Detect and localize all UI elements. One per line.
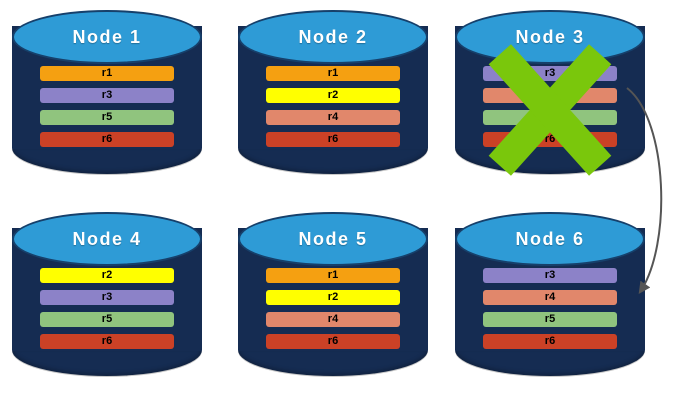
replica-bar[interactable]: r5 [40,312,174,327]
cylinder-top-ellipse [12,10,202,64]
replica-bar[interactable]: r3 [40,290,174,305]
replica-bar[interactable]: r5 [40,110,174,125]
replica-bar[interactable]: r1 [266,268,400,283]
replica-list: r1 r3 r5 r6 [40,66,174,147]
database-node-3[interactable]: Node 3 r3 r4 r5 r6 [455,10,645,190]
replica-bar[interactable]: r4 [483,290,617,305]
replica-list: r2 r3 r5 r6 [40,268,174,349]
database-node-5[interactable]: Node 5 r1 r2 r4 r6 [238,212,428,392]
replica-bar[interactable]: r6 [266,132,400,147]
replica-bar[interactable]: r1 [40,66,174,81]
cylinder-top-ellipse [238,10,428,64]
replica-bar[interactable]: r6 [40,132,174,147]
replica-bar[interactable]: r6 [40,334,174,349]
replica-list: r3 r4 r5 r6 [483,66,617,147]
database-node-4[interactable]: Node 4 r2 r3 r5 r6 [12,212,202,392]
replica-bar[interactable]: r5 [483,312,617,327]
replica-bar[interactable]: r4 [483,88,617,103]
replica-bar[interactable]: r3 [483,268,617,283]
replica-bar[interactable]: r2 [266,290,400,305]
database-node-1[interactable]: Node 1 r1 r3 r5 r6 [12,10,202,190]
replica-bar[interactable]: r3 [40,88,174,103]
replica-bar[interactable]: r6 [483,334,617,349]
replica-bar[interactable]: r4 [266,312,400,327]
database-node-2[interactable]: Node 2 r1 r2 r4 r6 [238,10,428,190]
node-label: Node 2 [298,26,368,47]
replica-bar[interactable]: r2 [266,88,400,103]
node-label: Node 3 [515,26,585,47]
replica-bar[interactable]: r6 [483,132,617,147]
replica-bar[interactable]: r1 [266,66,400,81]
cylinder-top-ellipse [238,212,428,266]
replica-list: r1 r2 r4 r6 [266,268,400,349]
node-label: Node 4 [72,228,142,249]
node-label: Node 1 [72,26,142,47]
replica-list: r1 r2 r4 r6 [266,66,400,147]
replica-bar[interactable]: r6 [266,334,400,349]
node-label: Node 6 [515,228,585,249]
replica-bar[interactable]: r5 [483,110,617,125]
database-node-6[interactable]: Node 6 r3 r4 r5 r6 [455,212,645,392]
replica-bar[interactable]: r2 [40,268,174,283]
replica-bar[interactable]: r3 [483,66,617,81]
replica-bar[interactable]: r4 [266,110,400,125]
cylinder-top-ellipse [455,212,645,266]
replica-list: r3 r4 r5 r6 [483,268,617,349]
cylinder-top-ellipse [12,212,202,266]
node-label: Node 5 [298,228,368,249]
